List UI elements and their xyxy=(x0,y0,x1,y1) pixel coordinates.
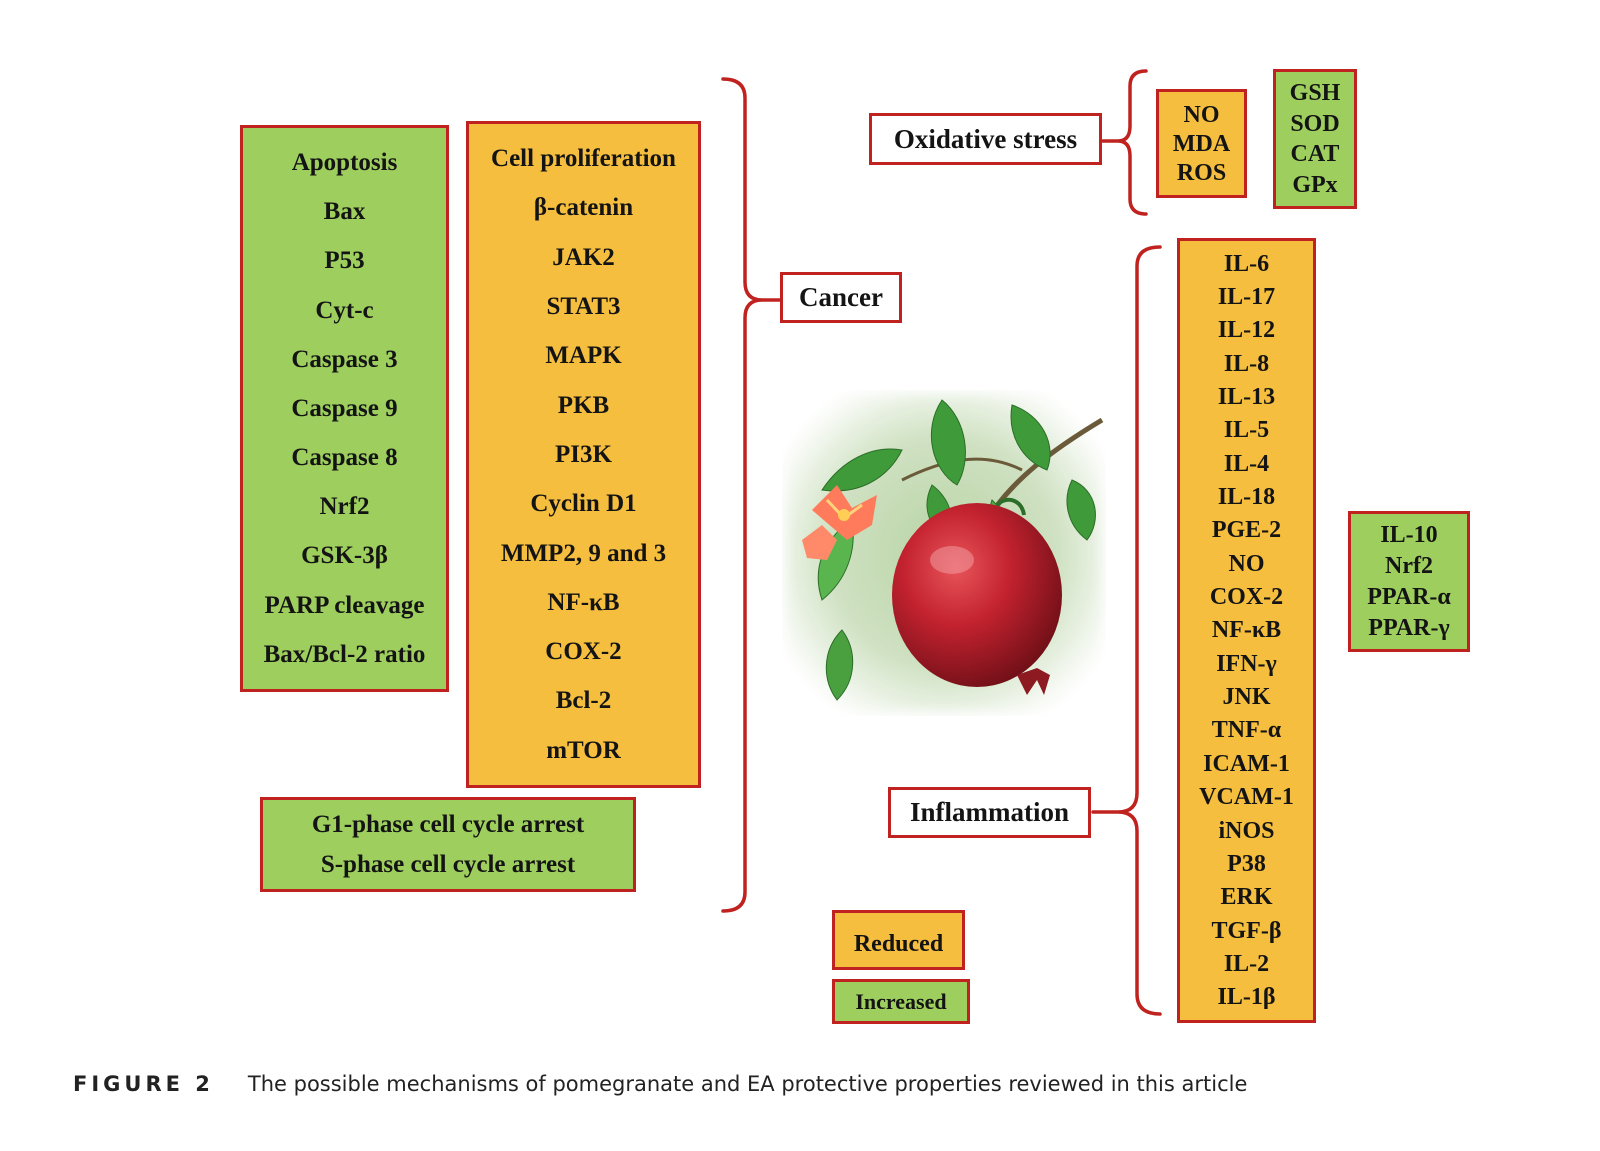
cell-proliferation-item: COX-2 xyxy=(545,638,622,666)
apoptosis-item: Bax/Bcl-2 ratio xyxy=(263,640,426,668)
inflammation-reduced-item: PGE-2 xyxy=(1211,517,1282,544)
oxidative-increased-item: GSH xyxy=(1289,80,1341,107)
inflammation-increased-item: PPAR-γ xyxy=(1368,614,1450,641)
cell-proliferation-item: NF-κB xyxy=(547,588,620,616)
cell-proliferation-item: PI3K xyxy=(555,440,612,468)
apoptosis-item: Apoptosis xyxy=(291,149,398,177)
apoptosis-item: Cyt-c xyxy=(315,296,374,324)
inflammation-reduced-item: IL-12 xyxy=(1217,317,1276,344)
apoptosis-item: Caspase 9 xyxy=(291,394,398,422)
inflammation-reduced-item: IFN-γ xyxy=(1216,650,1277,677)
inflammation-reduced-item: JNK xyxy=(1222,684,1271,711)
legend-increased-text: Increased xyxy=(855,988,947,1014)
cell-proliferation-item: JAK2 xyxy=(552,243,615,271)
cell-proliferation-item: STAT3 xyxy=(546,293,621,321)
inflammation-reduced-item: IL-6 xyxy=(1223,250,1270,277)
inflammation-increased-item: IL-10 xyxy=(1380,522,1438,549)
apoptosis-item: Nrf2 xyxy=(319,493,370,521)
inflammation-reduced-item: IL-4 xyxy=(1223,450,1270,477)
figure-caption: FIGURE 2 The possible mechanisms of pome… xyxy=(73,1067,1247,1101)
inflammation-reduced-item: ICAM-1 xyxy=(1203,750,1290,777)
legend-reduced: Reduced xyxy=(832,910,965,970)
cancer-label-text: Cancer xyxy=(799,282,883,312)
cell-proliferation-item: Cyclin D1 xyxy=(530,490,637,518)
figure-label: FIGURE 2 xyxy=(73,1072,214,1096)
oxidative-reduced-item: MDA xyxy=(1172,130,1231,157)
cancer-label: Cancer xyxy=(780,272,902,323)
inflammation-label-text: Inflammation xyxy=(909,797,1069,827)
inflammation-reduced-item: TGF-β xyxy=(1211,917,1282,944)
cell-proliferation-item: MMP2, 9 and 3 xyxy=(500,539,667,567)
inflammation-reduced-item: ERK xyxy=(1220,884,1273,911)
inflammation-reduced-item: TNF-α xyxy=(1211,717,1282,744)
oxidative-increased-item: SOD xyxy=(1290,110,1340,137)
inflammation-increased-item: PPAR-α xyxy=(1367,583,1451,610)
apoptosis-item: PARP cleavage xyxy=(264,591,425,619)
oxidative-increased-box: GSH SOD CAT GPx xyxy=(1273,69,1357,209)
inflammation-reduced-item: COX-2 xyxy=(1209,584,1284,611)
inflammation-reduced-item: NO xyxy=(1228,550,1265,577)
oxidative-increased-item: GPx xyxy=(1292,171,1338,198)
oxidative-reduced-item: NO xyxy=(1183,101,1220,128)
apoptosis-item: Caspase 8 xyxy=(291,444,398,472)
inflammation-reduced-item: IL-13 xyxy=(1217,384,1276,411)
inflammation-reduced-item: IL-8 xyxy=(1223,350,1270,377)
apoptosis-item: GSK-3β xyxy=(301,542,388,570)
cell-cycle-item: G1-phase cell cycle arrest xyxy=(311,810,585,838)
apoptosis-item: Bax xyxy=(323,198,366,226)
inflammation-bracket xyxy=(1091,245,1162,1016)
oxidative-stress-label-text: Oxidative stress xyxy=(893,123,1078,154)
pomegranate-image xyxy=(786,394,1104,712)
cell-proliferation-item: PKB xyxy=(557,391,610,419)
figure-caption-text: The possible mechanisms of pomegranate a… xyxy=(247,1072,1248,1096)
cell-proliferation-item: MAPK xyxy=(545,342,622,370)
inflammation-reduced-item: VCAM-1 xyxy=(1199,784,1294,811)
oxidative-bracket xyxy=(1101,69,1148,216)
cell-proliferation-item: Cell proliferation xyxy=(491,145,676,173)
oxidative-stress-label: Oxidative stress xyxy=(869,113,1102,165)
legend-increased: Increased xyxy=(832,979,970,1024)
oxidative-reduced-item: ROS xyxy=(1176,159,1227,186)
cell-proliferation-item: Bcl-2 xyxy=(555,687,612,715)
cell-cycle-item: S-phase cell cycle arrest xyxy=(320,851,576,879)
inflammation-reduced-item: P38 xyxy=(1227,850,1266,877)
cell-proliferation-item: β-catenin xyxy=(533,194,634,222)
inflammation-label: Inflammation xyxy=(888,787,1091,838)
apoptosis-item: P53 xyxy=(324,247,365,275)
apoptosis-item: Caspase 3 xyxy=(291,345,398,373)
inflammation-reduced-item: IL-17 xyxy=(1217,284,1276,311)
inflammation-reduced-item: IL-18 xyxy=(1217,484,1276,511)
cell-proliferation-item: mTOR xyxy=(546,736,621,764)
inflammation-reduced-item: iNOS xyxy=(1218,817,1275,844)
inflammation-reduced-item: IL-1β xyxy=(1217,984,1276,1011)
legend-reduced-text: Reduced xyxy=(853,930,944,957)
oxidative-increased-item: CAT xyxy=(1290,141,1340,168)
inflammation-reduced-item: NF-κB xyxy=(1211,617,1282,644)
cancer-bracket xyxy=(721,77,782,913)
inflammation-increased-item: Nrf2 xyxy=(1385,553,1433,580)
inflammation-reduced-item: IL-2 xyxy=(1223,950,1270,977)
inflammation-reduced-item: IL-5 xyxy=(1223,417,1270,444)
